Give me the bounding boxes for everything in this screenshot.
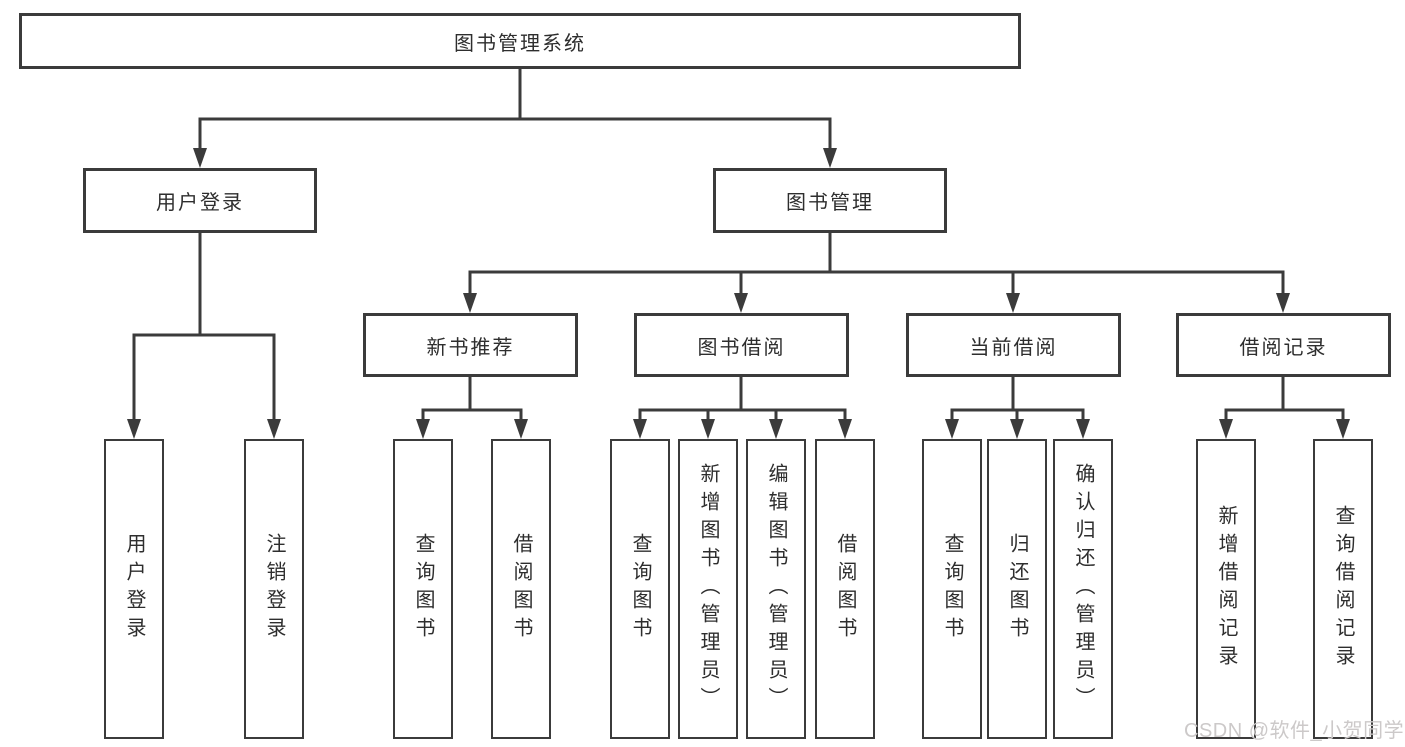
node-book-borrowing: 图书借阅 [634, 313, 849, 377]
connector-book-borrowing [638, 377, 847, 422]
node-borrowing-records: 借阅记录 [1176, 313, 1391, 377]
leaf-add-borrow-record: 新增借阅记录 [1196, 439, 1256, 739]
leaf-search-borrow-record-label: 查询借阅记录 [1332, 505, 1354, 673]
node-book-management: 图书管理 [713, 168, 947, 233]
leaf-add-books-admin-label: 新增图书（管理员） [697, 463, 719, 715]
leaf-logout: 注销登录 [244, 439, 304, 739]
watermark-text: CSDN @软件_小贺同学 [1184, 720, 1405, 742]
connector-book-management [468, 233, 1285, 296]
leaf-user-login-label: 用户登录 [123, 533, 145, 645]
leaf-search-borrow-record: 查询借阅记录 [1313, 439, 1373, 739]
node-current-borrowing: 当前借阅 [906, 313, 1121, 377]
node-user-login: 用户登录 [83, 168, 317, 233]
node-new-book-recommend: 新书推荐 [363, 313, 578, 377]
leaf-borrow-books-borrowing: 借阅图书 [815, 439, 875, 739]
connector-user-login [132, 233, 276, 422]
leaf-borrow-books-recommend-label: 借阅图书 [510, 533, 532, 645]
node-root: 图书管理系统 [19, 13, 1021, 69]
leaf-search-books-recommend-label: 查询图书 [412, 533, 434, 645]
leaf-search-books-current-label: 查询图书 [941, 533, 963, 645]
leaf-search-books-recommend: 查询图书 [393, 439, 453, 739]
leaf-borrow-books-borrowing-label: 借阅图书 [834, 533, 856, 645]
node-current-borrowing-label: 当前借阅 [969, 336, 1058, 359]
node-root-label: 图书管理系统 [454, 32, 586, 55]
connector-current-borrowing [950, 377, 1085, 422]
node-borrowing-records-label: 借阅记录 [1239, 336, 1328, 359]
leaf-confirm-return-admin: 确认归还（管理员） [1053, 439, 1113, 739]
connector-root [198, 69, 832, 151]
leaf-add-books-admin: 新增图书（管理员） [678, 439, 738, 739]
node-book-management-label: 图书管理 [786, 192, 874, 214]
node-user-login-label: 用户登录 [156, 192, 244, 214]
node-book-borrowing-label: 图书借阅 [697, 336, 786, 359]
leaf-borrow-books-recommend: 借阅图书 [491, 439, 551, 739]
leaf-logout-label: 注销登录 [263, 533, 285, 645]
leaf-return-books: 归还图书 [987, 439, 1047, 739]
leaf-search-books-current: 查询图书 [922, 439, 982, 739]
connector-new-book-recommend [421, 377, 523, 422]
leaf-edit-books-admin: 编辑图书（管理员） [746, 439, 806, 739]
arrowheads [127, 148, 1350, 439]
node-new-book-recommend-label: 新书推荐 [426, 336, 515, 359]
leaf-confirm-return-admin-label: 确认归还（管理员） [1072, 463, 1094, 715]
leaf-search-books-borrowing-label: 查询图书 [629, 533, 651, 645]
leaf-edit-books-admin-label: 编辑图书（管理员） [765, 463, 787, 715]
leaf-return-books-label: 归还图书 [1006, 533, 1028, 645]
leaf-user-login: 用户登录 [104, 439, 164, 739]
leaf-add-borrow-record-label: 新增借阅记录 [1215, 505, 1237, 673]
leaf-search-books-borrowing: 查询图书 [610, 439, 670, 739]
connector-borrowing-records [1224, 377, 1345, 422]
